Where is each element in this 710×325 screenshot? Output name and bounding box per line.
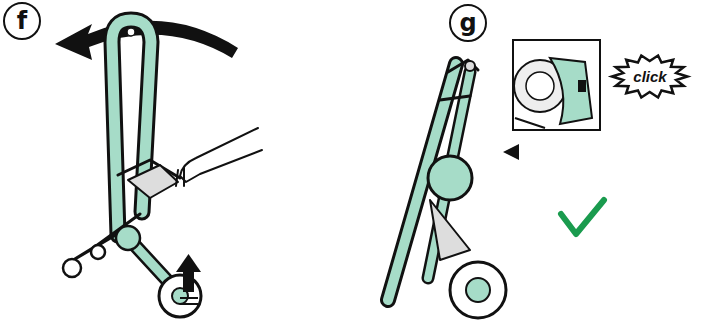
label-text: f — [17, 7, 27, 35]
stroller-folded — [388, 60, 506, 318]
stroller-unfolded — [63, 20, 262, 317]
step-letter: f — [3, 2, 41, 40]
label-text: click — [633, 68, 666, 85]
label-text: g — [459, 9, 476, 37]
check-mark — [561, 200, 604, 234]
latch-inset — [503, 40, 600, 160]
push-up-arrow — [176, 254, 201, 304]
click-starburst: click — [612, 55, 687, 98]
step-letter: g — [449, 4, 487, 42]
